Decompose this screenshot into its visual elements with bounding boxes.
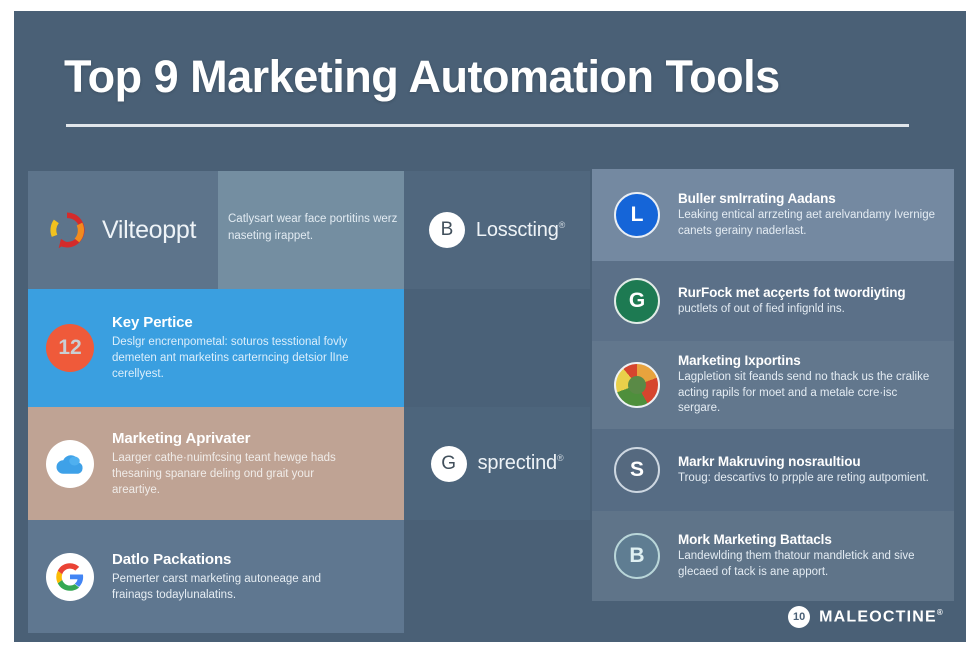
right-item-desc: Leaking entical arrzeting aet arelvandam… (678, 209, 935, 237)
right-item-text: Mork Marketing Battacls Landewlding them… (678, 532, 938, 580)
footer-brand-name: MALEOCTINE® (819, 608, 944, 626)
brand-name: sprectind® (478, 452, 564, 475)
right-item-desc: puctlets of out of fied infignld ins. (678, 302, 845, 315)
multicolor-badge-icon (614, 362, 660, 408)
left-card-brand[interactable]: Vilteoppt Catlysart wear face portitins … (28, 171, 404, 289)
right-item-mork-marketing[interactable]: B Mork Marketing Battacls Landewlding th… (592, 511, 954, 601)
right-item-text: Buller smlrrating Aadans Leaking entical… (678, 191, 938, 239)
header-divider (66, 124, 909, 127)
left-card-text: Key Pertice Deslgr encrenpometal: soturo… (112, 314, 360, 382)
middle-column: B Losscting® G sprectind® (404, 171, 590, 619)
header: Top 9 Marketing Automation Tools (14, 11, 966, 161)
brand-row: B Losscting® (428, 212, 565, 248)
google-g-icon (56, 562, 84, 591)
right-item-desc: Landewlding them thatour mandletick and … (678, 550, 915, 578)
left-card-title: Marketing Aprivater (112, 429, 251, 447)
brand-initial-icon: B (428, 212, 465, 248)
left-card-desc: Laarger cathe·nuimfcsing teant hewge had… (112, 451, 336, 496)
left-card-key-pertice[interactable]: 12 Key Pertice Deslgr encrenpometal: sot… (28, 289, 404, 407)
initial-badge-b: B (614, 533, 660, 579)
trademark-mark: ® (558, 219, 566, 230)
right-item-text: Markr Makruving nosraultiou Troug: desca… (678, 454, 938, 487)
right-item-rurfock[interactable]: G RurFock met acçerts fot twordiyting pu… (592, 261, 954, 341)
footer-badge: 10 (788, 606, 811, 628)
left-card-text: Marketing Aprivater Laarger cathe·nuimfc… (112, 430, 360, 498)
right-column: L Buller smlrrating Aadans Leaking entic… (592, 169, 954, 601)
number-badge: 12 (46, 324, 94, 372)
brand-name: Vilteoppt (102, 215, 197, 244)
cloud-icon (56, 454, 83, 474)
initial-badge-l: L (614, 192, 660, 238)
badge-inner-dot (628, 376, 646, 394)
right-item-title: Mork Marketing Battacls (678, 532, 832, 547)
left-card-desc: Pemerter carst marketing autoneage and f… (112, 572, 322, 601)
page-title: Top 9 Marketing Automation Tools (64, 51, 780, 102)
right-item-title: Markr Makruving nosraultiou (678, 453, 861, 469)
initial-badge-g: G (614, 278, 660, 324)
left-card-marketing-aprivater[interactable]: Marketing Aprivater Laarger cathe·nuimfc… (28, 407, 404, 520)
brand-initial-icon: G (430, 445, 467, 482)
left-card-title: Datlo Packations (112, 550, 232, 568)
right-item-title: Buller smlrrating Aadans (678, 191, 836, 206)
footer-brand-text: MALEOCTINE (819, 608, 937, 626)
right-item-buller[interactable]: L Buller smlrrating Aadans Leaking entic… (592, 169, 954, 261)
right-item-desc: Troug: descartivs to prpple are reting a… (678, 471, 929, 484)
left-card-overlay-text: Catlysart wear face portitins werz naset… (228, 213, 398, 242)
right-item-desc: Lagpletion sit feands send no thack us t… (678, 371, 930, 415)
right-item-text: RurFock met acçerts fot twordiyting puct… (678, 285, 938, 318)
brand-name: Losscting® (476, 219, 565, 242)
brand-row: Vilteoppt (46, 209, 196, 251)
brand-name-text: Losscting (475, 218, 559, 241)
badge-number: 12 (58, 336, 82, 359)
left-column: Vilteoppt Catlysart wear face portitins … (28, 171, 404, 633)
trademark-mark: ® (556, 453, 564, 464)
middle-spacer-a (404, 289, 590, 407)
initial-badge-s: S (614, 447, 660, 493)
left-card-title: Key Pertice (112, 314, 193, 331)
left-card-text: Datlo Packations Pemerter carst marketin… (112, 551, 360, 603)
swirl-logo-icon (50, 212, 85, 249)
google-badge (46, 552, 94, 601)
right-item-markr-makruving[interactable]: S Markr Makruving nosraultiou Troug: des… (592, 429, 954, 511)
right-item-title: RurFock met acçerts fot twordiyting (678, 284, 906, 300)
middle-spacer-b (404, 520, 590, 619)
footer-logo: 10 MALEOCTINE® (788, 606, 944, 628)
middle-card-losscting[interactable]: B Losscting® (404, 171, 590, 289)
infographic-canvas: Top 9 Marketing Automation Tools Vilteop… (14, 11, 966, 642)
middle-card-sprectind[interactable]: G sprectind® (404, 407, 590, 520)
brand-name-text: sprectind (477, 452, 558, 474)
right-item-title: Marketing Ixportins (678, 353, 801, 369)
right-item-marketing-ixportins[interactable]: Marketing Ixportins Lagpletion sit feand… (592, 341, 954, 429)
cloud-badge (46, 439, 94, 488)
left-card-desc: Deslgr encrenpometal: soturos tesstional… (112, 336, 349, 380)
footer-trademark: ® (936, 607, 944, 617)
brand-row: G sprectind® (430, 445, 564, 482)
left-card-overlay-panel (218, 171, 404, 289)
left-card-datlo-packations[interactable]: Datlo Packations Pemerter carst marketin… (28, 520, 404, 633)
right-item-text: Marketing Ixportins Lagpletion sit feand… (678, 353, 938, 417)
